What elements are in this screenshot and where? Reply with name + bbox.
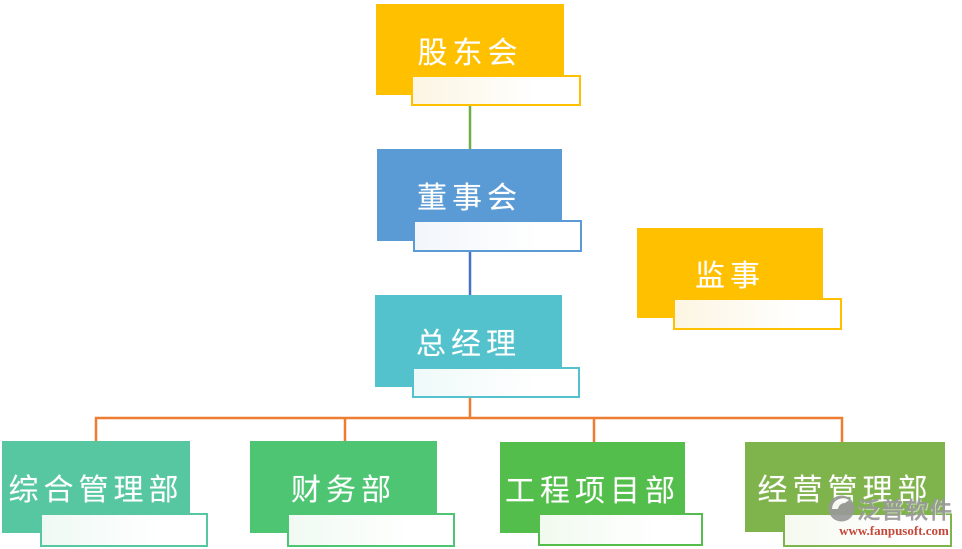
- org-node-label-board-of-directors: 董事会: [417, 181, 522, 216]
- org-node-general-manager: 总经理: [375, 295, 580, 398]
- org-node-label-general-admin-dept: 综合管理部: [8, 473, 184, 508]
- org-node-board-of-directors: 董事会: [377, 149, 582, 252]
- org-node-supervisor: 监事: [637, 228, 842, 330]
- org-node-subbox-shareholders-meeting: [411, 75, 581, 106]
- watermark: 泛普软件 www.fanpusoft.com: [828, 491, 960, 539]
- org-node-subbox-general-admin-dept: [40, 513, 208, 547]
- org-node-box-finance-dept: 财务部: [250, 441, 437, 533]
- watermark-brand-text: 泛普软件: [857, 498, 953, 524]
- org-node-label-engineering-project-dept: 工程项目部: [505, 473, 680, 509]
- org-node-label-general-manager: 总经理: [416, 327, 521, 362]
- org-node-label-finance-dept: 财务部: [291, 473, 396, 508]
- org-node-subbox-operations-management-dept: [783, 513, 952, 547]
- fanpu-logo-icon: [828, 495, 855, 522]
- org-node-engineering-project-dept: 工程项目部: [500, 442, 703, 546]
- org-node-shareholders-meeting: 股东会: [376, 4, 581, 106]
- org-node-subbox-supervisor: [673, 298, 842, 330]
- org-node-subbox-general-manager: [412, 367, 580, 398]
- watermark-url-text: www.fanpusoft.com: [839, 523, 949, 538]
- org-node-subbox-board-of-directors: [413, 220, 582, 252]
- org-node-subbox-finance-dept: [287, 513, 455, 547]
- org-node-finance-dept: 财务部: [250, 441, 455, 547]
- org-node-general-admin-dept: 综合管理部: [2, 441, 208, 547]
- org-node-label-shareholders-meeting: 股东会: [417, 35, 523, 71]
- org-node-subbox-engineering-project-dept: [538, 513, 703, 546]
- org-node-label-supervisor: 监事: [695, 259, 765, 294]
